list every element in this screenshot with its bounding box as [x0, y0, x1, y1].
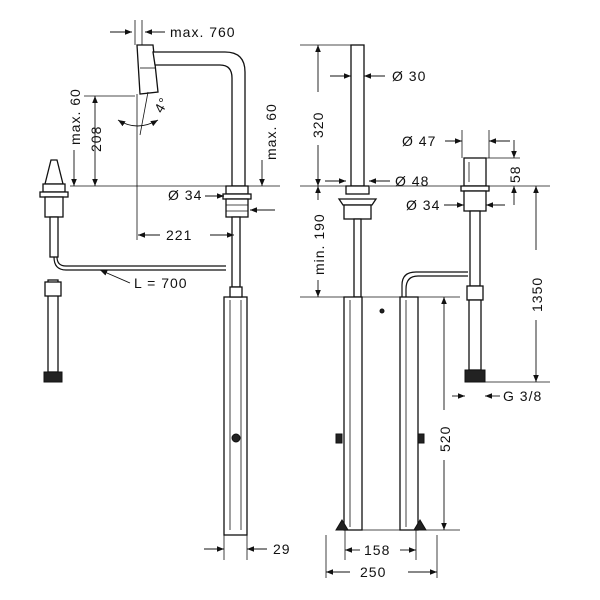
label-dia-30: Ø 30 — [392, 68, 426, 84]
label-1350: 1350 — [529, 277, 545, 312]
escutcheon-front — [337, 198, 378, 206]
spout-front — [350, 44, 365, 187]
label-58: 58 — [507, 165, 523, 183]
left-dimensions: max. 760 max. 60 208 4° max. 60 Ø 34 221… — [67, 20, 291, 560]
right-dimensions: Ø 47 58 Ø 34 1350 G 3/8 520 — [370, 130, 550, 531]
shank-front — [353, 218, 362, 298]
faucet-front-view — [335, 44, 468, 531]
label-221: 221 — [166, 227, 192, 243]
label-max-60-right: max. 60 — [263, 103, 279, 160]
side-valve — [44, 159, 64, 185]
faucet-base — [225, 185, 249, 195]
faucet-side-view — [39, 44, 252, 536]
spout — [152, 51, 246, 187]
label-dia-34-right: Ø 34 — [406, 197, 440, 213]
center-dimensions: 320 Ø 30 Ø 48 min. 190 158 250 — [300, 44, 438, 580]
label-max-760: max. 760 — [170, 24, 236, 40]
weight-frame-left — [343, 296, 363, 531]
label-208: 208 — [88, 126, 104, 152]
valve-supply-tube — [468, 299, 482, 371]
label-520: 520 — [437, 426, 453, 452]
valve-shank — [469, 210, 481, 287]
valve-connector — [464, 369, 486, 383]
threaded-shank — [231, 216, 241, 288]
valve-side-view — [460, 157, 490, 383]
label-g-3-8: G 3/8 — [503, 388, 542, 404]
label-158: 158 — [364, 542, 390, 558]
valve-handle — [463, 157, 487, 187]
label-4-degree: 4° — [151, 94, 173, 115]
supply-hose — [53, 256, 226, 271]
weight-frame-right — [399, 296, 419, 531]
label-min-190: min. 190 — [311, 213, 327, 275]
label-max-60-left: max. 60 — [67, 88, 83, 145]
label-dia-47: Ø 47 — [402, 133, 436, 149]
hose-front — [401, 271, 468, 297]
label-dia-48: Ø 48 — [395, 173, 429, 189]
counterweight — [231, 433, 241, 443]
label-l-700: L = 700 — [134, 275, 188, 291]
spray-head — [136, 44, 159, 95]
faucet-base-ring — [222, 193, 252, 200]
label-29: 29 — [273, 541, 291, 557]
valve-nut — [463, 190, 487, 212]
foot-left — [335, 519, 349, 531]
foot-right — [413, 519, 427, 531]
hose-guide-rail — [223, 296, 248, 536]
label-dia-34-left: Ø 34 — [168, 187, 202, 203]
label-250: 250 — [360, 564, 386, 580]
mounting-nut — [225, 198, 249, 218]
label-320: 320 — [310, 112, 326, 138]
